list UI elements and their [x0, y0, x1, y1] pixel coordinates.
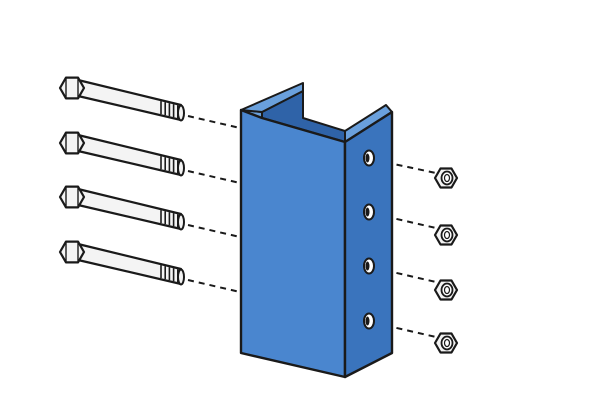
bolt-group [58, 76, 185, 286]
bracket-bolt-hole [363, 149, 375, 167]
bracket-bolt-hole [363, 312, 375, 330]
nut-group [433, 167, 459, 354]
hex-bolt-icon [58, 131, 185, 177]
bracket-back-top [240, 82, 304, 113]
channel-bracket-icon [239, 82, 394, 379]
bolt-leader-line [187, 170, 241, 184]
bracket-front-face [239, 108, 347, 379]
bolt-leader-line [187, 279, 241, 293]
bracket-bolt-hole [363, 203, 375, 221]
bracket-side-face [343, 110, 394, 379]
hex-bolt-icon [58, 240, 185, 286]
hex-nut-icon [433, 167, 459, 189]
hex-nut-icon [433, 279, 459, 301]
hex-nut-icon [433, 332, 459, 354]
bracket-bolt-hole [363, 257, 375, 275]
bolt-leader-line [187, 115, 241, 129]
hex-bolt-icon [58, 76, 185, 122]
bolt-leader-line [187, 224, 241, 238]
hex-bolt-icon [58, 185, 185, 231]
hex-nut-icon [433, 224, 459, 246]
assembly-leader-lines [187, 115, 437, 338]
